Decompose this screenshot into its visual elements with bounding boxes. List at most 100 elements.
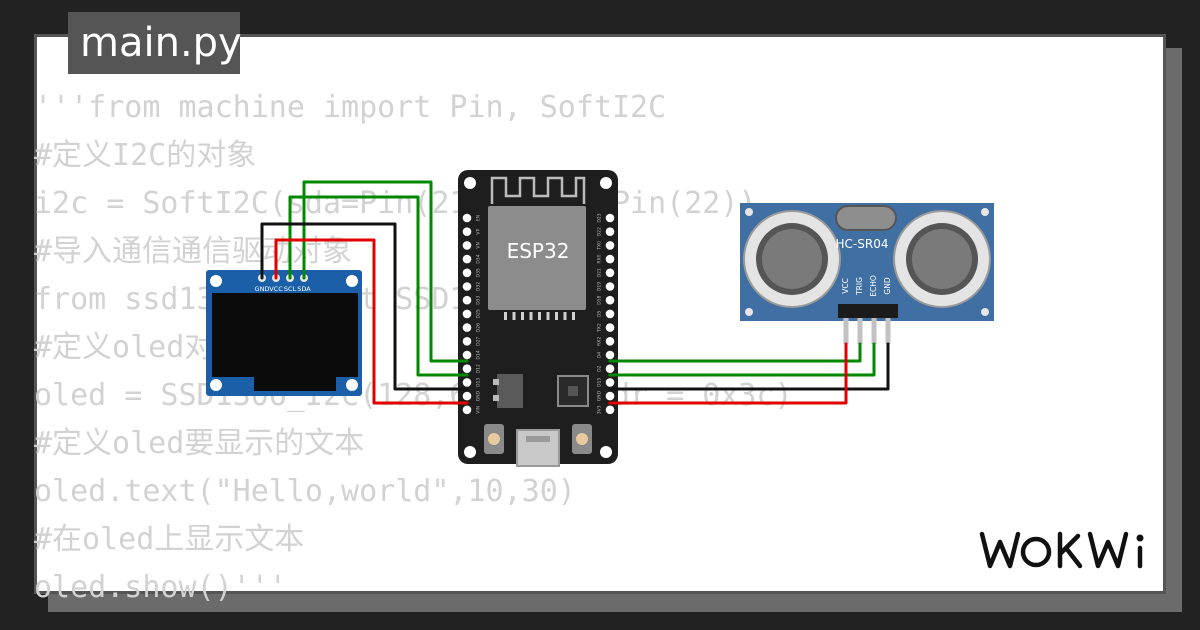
esp32-pin-d35[interactable]: [462, 268, 472, 278]
esp32-pin-label: EN: [476, 215, 482, 221]
esp32-pin-label: RX2: [597, 337, 603, 346]
sensor-pin-trig[interactable]: [857, 318, 863, 344]
esp32-pin-label: TX0: [597, 241, 603, 251]
button-cap: [576, 433, 588, 445]
sensor-pin-echo[interactable]: [871, 318, 877, 344]
esp32-pin-vin[interactable]: [462, 405, 472, 415]
code-line: '''from machine import Pin, SoftI2C: [34, 90, 667, 125]
esp32-pin-label: VIN: [476, 406, 482, 414]
esp32-pin-d34[interactable]: [462, 254, 472, 264]
button-cap: [488, 433, 500, 445]
transducer-mesh-inner: [912, 229, 972, 289]
esp32-pin-d26[interactable]: [462, 323, 472, 332]
transducer-right: [893, 210, 991, 308]
usb-port: [516, 429, 560, 467]
boot-button[interactable]: [484, 424, 504, 454]
esp32-pin-d21[interactable]: [605, 268, 615, 278]
esp32-pin-vp[interactable]: [462, 227, 472, 236]
esp32-pin-label: D22: [597, 227, 603, 236]
esp32-pin-label: D34: [476, 254, 482, 263]
esp32-pin-en[interactable]: [462, 213, 472, 223]
regulator-pin: [493, 395, 499, 401]
esp32-pin-vn[interactable]: [462, 241, 472, 250]
esp32-pin-d4[interactable]: [605, 350, 615, 360]
esp32-pin-d23[interactable]: [605, 213, 615, 223]
sensor-pin-label: ECHO: [869, 275, 878, 297]
wokwi-logo: [979, 531, 1144, 569]
sensor-pin-label: GND: [883, 277, 892, 294]
oled-pin-label: SDA: [297, 285, 311, 293]
esp32-pin-d22[interactable]: [605, 227, 615, 236]
file-tab[interactable]: main.py: [68, 12, 242, 74]
regulator-pin: [493, 379, 499, 385]
esp32-pin-gnd[interactable]: [462, 391, 472, 401]
chip-pad: [568, 386, 578, 396]
esp32-pin-d33[interactable]: [462, 295, 472, 305]
code-editor[interactable]: '''from machine import Pin, SoftI2C#定义I2…: [34, 84, 793, 612]
antenna-trace: [490, 176, 586, 204]
esp32-board[interactable]: ESP32 ENVPVND34D35D32D33D25D26D27D14D12D…: [458, 170, 618, 467]
oled-screen: [212, 293, 358, 377]
esp32-pin-d13[interactable]: [462, 378, 472, 387]
wire-trig[interactable]: [608, 342, 862, 363]
mount-hole: [745, 308, 753, 316]
esp32-pin-label: RX0: [597, 254, 603, 263]
esp32-pin-label: D4: [597, 352, 603, 358]
esp32-pin-label: TX2: [597, 323, 603, 333]
module-pin: [546, 312, 550, 320]
esp32-pin-d32[interactable]: [462, 282, 472, 291]
transducer-mesh-inner: [762, 229, 822, 289]
esp32-pin-label: D14: [476, 350, 482, 359]
esp32-pin-d2[interactable]: [605, 364, 615, 374]
esp32-pin-label: GND: [476, 390, 482, 401]
mount-hole: [981, 308, 989, 316]
esp32-pin-label: D18: [597, 295, 603, 304]
sensor-pin-vcc[interactable]: [843, 318, 849, 344]
en-button[interactable]: [572, 424, 592, 454]
esp32-pin-tx0[interactable]: [605, 241, 615, 250]
esp32-pin-label: D15: [597, 378, 603, 387]
wire-sda[interactable]: [302, 180, 469, 363]
mount-hole: [210, 379, 222, 391]
wire-echo[interactable]: [608, 342, 876, 377]
esp32-pin-d15[interactable]: [605, 378, 615, 387]
sensor-pin-label: VCC: [841, 278, 850, 294]
esp32-pin-d12[interactable]: [462, 364, 472, 374]
module-pin: [572, 312, 575, 320]
esp32-label: ESP32: [507, 239, 570, 263]
esp32-pin-d19[interactable]: [605, 282, 615, 291]
esp32-pin-rx0[interactable]: [605, 254, 615, 264]
wire-sensor-gnd[interactable]: [608, 342, 890, 391]
esp32-pin-d18[interactable]: [605, 295, 615, 305]
esp32-pin-label: GND: [597, 390, 603, 401]
wire-vcc[interactable]: [274, 238, 469, 405]
esp32-pin-label: D2: [597, 365, 603, 371]
oled-pin-label: VCC: [269, 285, 283, 293]
module-pin: [504, 312, 507, 320]
voltage-regulator: [497, 374, 523, 408]
esp32-pin-d14[interactable]: [462, 350, 472, 360]
esp32-pin-tx2[interactable]: [605, 323, 615, 332]
esp32-pin-gnd[interactable]: [605, 391, 615, 401]
esp32-pin-d5[interactable]: [605, 309, 615, 319]
esp32-pin-label: D25: [476, 309, 482, 318]
esp32-pin-rx2[interactable]: [605, 337, 615, 346]
wire-sensor-vcc[interactable]: [608, 342, 848, 405]
esp32-pin-label: VP: [476, 229, 482, 235]
mount-hole: [600, 177, 612, 189]
esp32-pin-d27[interactable]: [462, 337, 472, 346]
wire-gnd[interactable]: [260, 222, 469, 391]
sensor-pin-gnd[interactable]: [885, 318, 891, 344]
esp32-pin-d25[interactable]: [462, 309, 472, 319]
sensor-label: HC-SR04: [836, 237, 889, 251]
module-pin: [563, 312, 567, 320]
module-pin: [521, 312, 524, 320]
esp32-pin-label: D33: [476, 295, 482, 304]
mount-hole: [464, 446, 476, 458]
esp32-pin-label: D19: [597, 282, 603, 291]
mount-hole: [346, 379, 358, 391]
module-pin: [529, 312, 533, 320]
esp32-pin-3v3[interactable]: [605, 405, 615, 415]
